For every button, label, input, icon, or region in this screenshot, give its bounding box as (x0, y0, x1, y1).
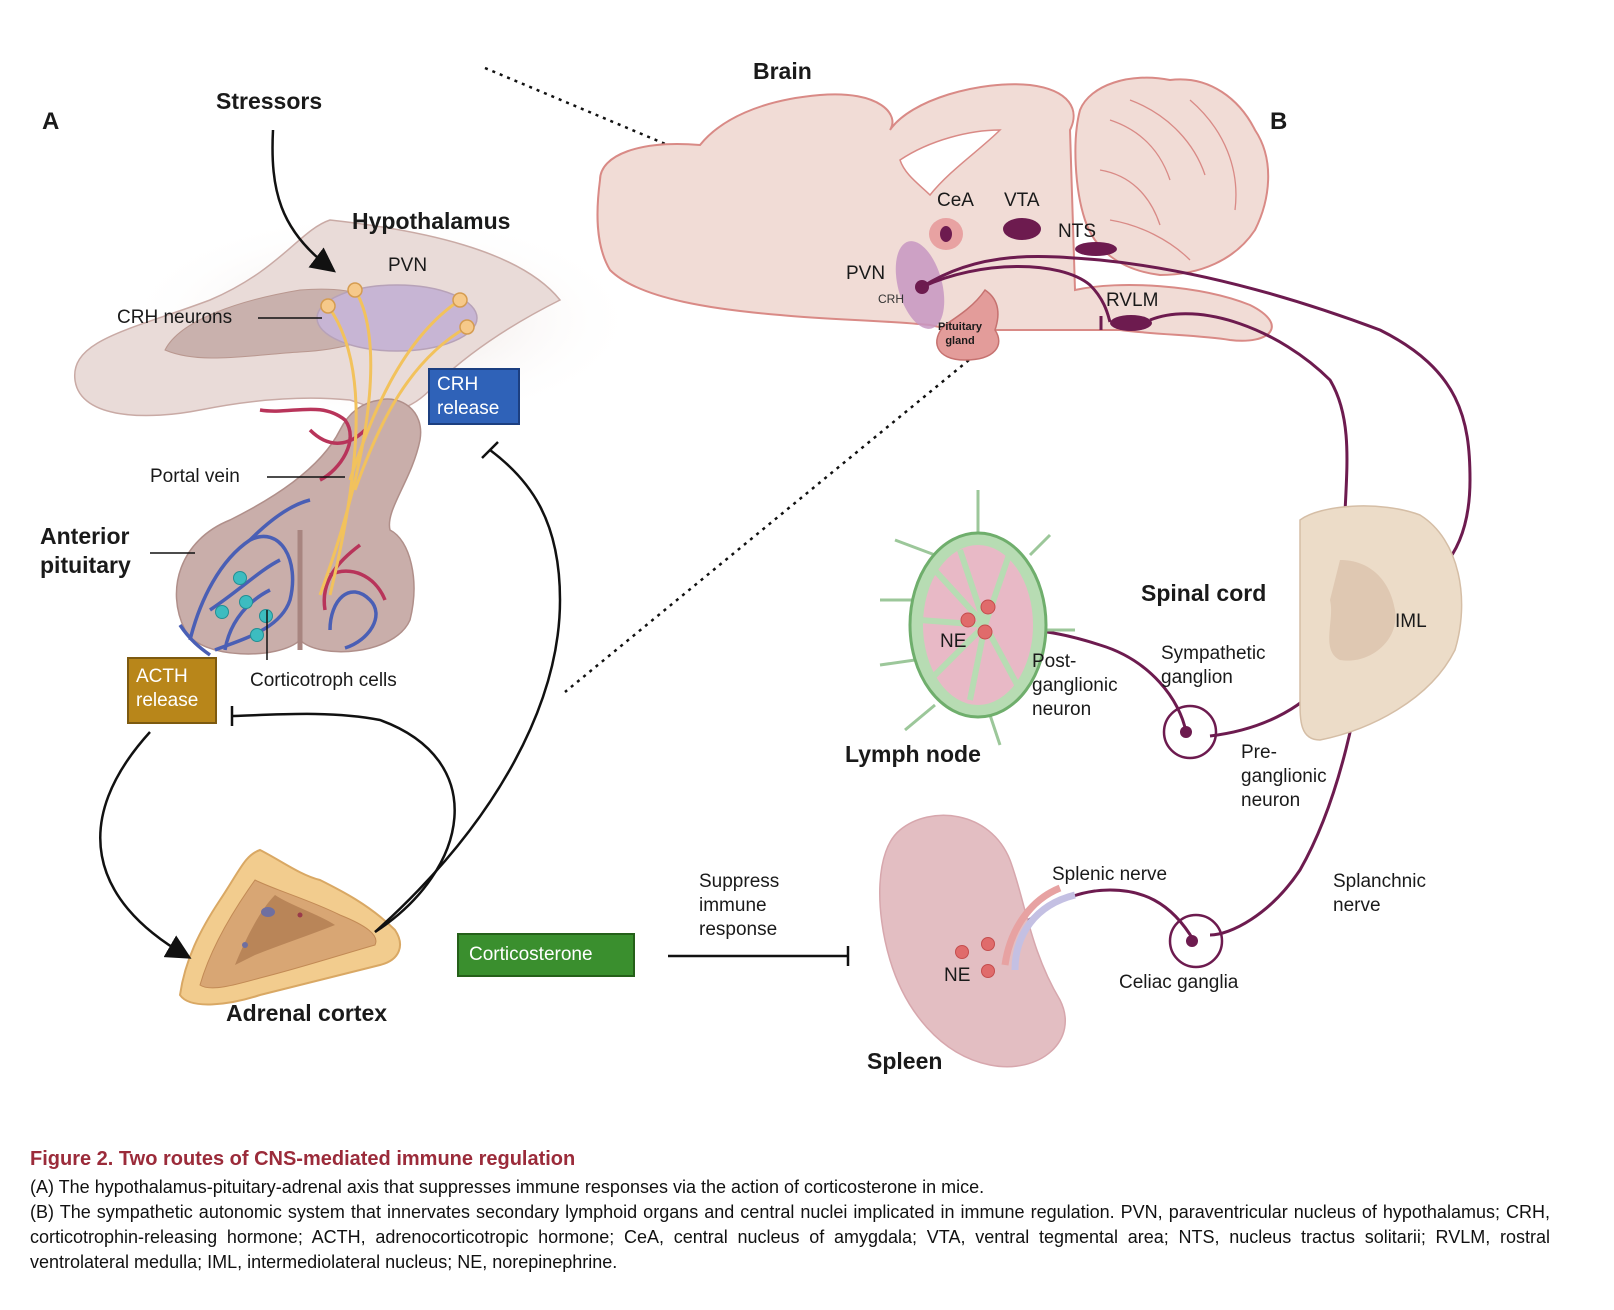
crh-neurons-label: CRH neurons (117, 307, 233, 328)
caption-title: Figure 2. Two routes of CNS-mediated imm… (30, 1148, 576, 1170)
sympathetic-ganglion-label: Sympathetic ganglion (1161, 643, 1266, 688)
anterior-pituitary-label: Anterior pituitary (40, 523, 131, 578)
cea-label: CeA (937, 190, 974, 211)
splenic-nerve-label: Splenic nerve (1052, 864, 1168, 885)
pvn-region (316, 284, 478, 352)
pvn-brain-label: PVN (846, 263, 886, 284)
ne-spleen-label: NE (944, 965, 971, 986)
corticosterone-box: Corticosterone (457, 933, 635, 977)
crh-release-box: CRH release (428, 368, 520, 425)
caption-panel-b: (B) The sympathetic autonomic system tha… (30, 1202, 1550, 1272)
pituitary-gland-shape (936, 288, 1000, 361)
suppress-immune-response-label: Suppress immune response (699, 871, 780, 940)
brain-illustration (596, 76, 1273, 361)
sympathetic-ganglion (1162, 704, 1218, 760)
corticotroph-cells (215, 571, 273, 642)
rvlm-label: RVLM (1106, 290, 1159, 311)
portal-vein-label: Portal vein (150, 466, 240, 487)
vta-nucleus (1003, 218, 1041, 240)
figure-illustration (74, 66, 1472, 1068)
hypothalamus-label: Hypothalamus (352, 208, 511, 234)
leader-lines-a (150, 317, 345, 660)
celiac-ganglia-label: Celiac ganglia (1119, 972, 1239, 993)
hypothalamus-illustration (74, 210, 640, 657)
lymph-node-label: Lymph node (845, 741, 981, 767)
lymph-node-illustration (879, 490, 1075, 746)
pituitary-gland-label: Pituitary gland (938, 321, 983, 347)
zoom-line-bottom (564, 354, 976, 693)
splanchnic-nerve-label: Splanchnic nerve (1333, 871, 1426, 916)
stressors-arrow (271, 129, 336, 273)
ne-lymph-label: NE (940, 631, 967, 652)
panel-a-label: A (42, 108, 60, 135)
iml-label: IML (1395, 611, 1427, 632)
crh-brain-label: CRH (878, 292, 904, 306)
acth-release-box: ACTH release (127, 657, 217, 724)
acth-to-adrenal-arrow (99, 731, 192, 959)
nts-nucleus (1075, 242, 1117, 256)
nts-label: NTS (1058, 221, 1096, 242)
adrenal-feedback-to-crh (374, 449, 562, 933)
spinal-cord-label: Spinal cord (1141, 580, 1267, 606)
figure-2: A B Stressors Hypothalamus PVN CRH neuro… (40, 58, 1472, 1074)
spinal-cord-illustration (1299, 505, 1463, 741)
post-ganglionic-neuron-label: Post- ganglionic neuron (1032, 651, 1118, 720)
corticotroph-cells-label: Corticotroph cells (250, 670, 397, 691)
panel-b-label: B (1270, 108, 1288, 135)
adrenal-cortex-label: Adrenal cortex (226, 1000, 388, 1026)
vta-label: VTA (1004, 190, 1040, 211)
rvlm-nucleus (1110, 315, 1152, 331)
figure-caption: Figure 2. Two routes of CNS-mediated imm… (30, 1148, 1550, 1275)
brain-label: Brain (753, 58, 812, 84)
celiac-ganglion (1168, 913, 1224, 969)
spleen-illustration (879, 814, 1076, 1068)
pre-ganglionic-neuron-label: Pre- ganglionic neuron (1241, 742, 1327, 811)
adrenal-cortex-illustration (178, 848, 401, 1006)
pvn-label: PVN (388, 255, 428, 276)
stressors-label: Stressors (216, 88, 323, 114)
caption-panel-a: (A) The hypothalamus-pituitary-adrenal a… (30, 1177, 985, 1197)
spleen-label: Spleen (867, 1048, 943, 1074)
